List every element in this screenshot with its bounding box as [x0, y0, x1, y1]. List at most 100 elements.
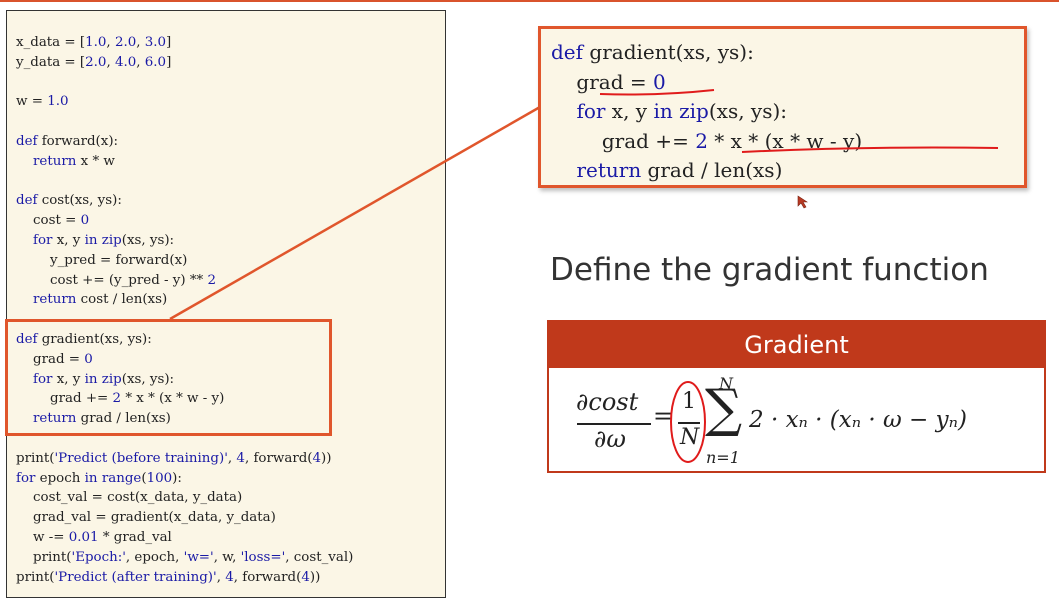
- code-line: def forward(x):: [16, 132, 353, 152]
- code-token: def: [16, 193, 38, 209]
- zoom-line: return grad / len(xs): [551, 156, 862, 186]
- code-token: 100: [146, 470, 173, 486]
- code-token: , forward(: [233, 569, 302, 585]
- mouse-cursor-icon: [797, 195, 808, 209]
- code-token: ):: [172, 470, 182, 486]
- code-token: zip: [101, 371, 122, 387]
- code-token: 2: [207, 272, 217, 288]
- zoom-token: gradient(xs, ys):: [583, 40, 754, 64]
- code-token: ,: [216, 569, 226, 585]
- code-line: grad += 2 * x * (x * w - y): [16, 389, 353, 409]
- code-token: cost_val = cost(x_data, y_data): [16, 490, 243, 506]
- code-line: return grad / len(xs): [16, 409, 353, 429]
- code-token: )): [309, 569, 321, 585]
- code-token: (xs, ys):: [121, 371, 175, 387]
- slide-heading: Define the gradient function: [550, 252, 989, 288]
- gradient-formula-card: Gradient ∂cost ∂ω = 1 N ∑ N n=1 2 · xₙ ·…: [547, 320, 1046, 473]
- code-token: return: [33, 292, 77, 308]
- code-token: cost(xs, ys):: [37, 193, 122, 209]
- code-token: print(: [16, 450, 55, 466]
- code-token: y_data = [: [16, 54, 86, 70]
- zoom-line: for x, y in zip(xs, ys):: [551, 97, 862, 127]
- formula-fraction-bar: [577, 423, 651, 425]
- code-token: grad_val = gradient(x_data, y_data): [16, 510, 276, 526]
- code-token: return: [33, 153, 77, 169]
- code-token: cost += (y_pred - y) **: [16, 272, 208, 288]
- code-token: w -=: [16, 529, 69, 545]
- code-token: zip: [101, 232, 122, 248]
- formula-equals: =: [653, 402, 674, 430]
- zoom-token: 2: [695, 128, 708, 153]
- code-token: ,: [106, 35, 115, 50]
- code-line: x_data = [1.0, 2.0, 3.0]: [16, 33, 353, 53]
- zoom-token: for: [576, 99, 606, 123]
- code-token: 4: [312, 450, 322, 466]
- zoom-line: def gradient(xs, ys):: [551, 38, 862, 68]
- code-token: grad / len(xs): [76, 411, 171, 427]
- code-line: print('Epoch:', epoch, 'w=', w, 'loss=',…: [16, 548, 353, 568]
- formula-sum-lower: n=1: [706, 448, 740, 467]
- code-token: grad =: [16, 351, 85, 367]
- zoom-token: * x * (x * w - y): [707, 128, 863, 153]
- code-line: w -= 0.01 * grad_val: [16, 528, 353, 548]
- code-token: in: [84, 470, 98, 486]
- zoom-token: zip: [679, 99, 709, 123]
- zoom-token: (xs, ys):: [708, 99, 788, 123]
- zoom-token: grad =: [551, 69, 653, 94]
- code-token: def: [16, 331, 38, 347]
- zoom-token: grad +=: [551, 128, 696, 153]
- code-token: grad +=: [16, 391, 113, 407]
- code-line: y_data = [2.0, 4.0, 6.0]: [16, 53, 353, 73]
- code-token: (xs, ys):: [121, 232, 175, 248]
- code-listing: x_data = [1.0, 2.0, 3.0]y_data = [2.0, 4…: [16, 33, 353, 587]
- code-token: * grad_val: [98, 529, 172, 545]
- code-line: return cost / len(xs): [16, 290, 353, 310]
- code-token: return: [33, 411, 77, 427]
- zoomed-code-listing: def gradient(xs, ys): grad = 0 for x, y …: [551, 38, 862, 186]
- code-token: ,: [227, 450, 237, 466]
- code-token: 'w=': [183, 549, 214, 565]
- code-token: x_data = [: [16, 35, 86, 50]
- code-line: def cost(xs, ys):: [16, 191, 353, 211]
- code-token: ,: [106, 54, 115, 70]
- code-token: 1.0: [85, 35, 107, 50]
- formula-denominator: ∂ω: [594, 425, 626, 453]
- code-line: cost = 0: [16, 211, 353, 231]
- code-token: in: [84, 232, 98, 248]
- code-token: 'Predict (before training)': [54, 450, 228, 466]
- zoom-line: grad = 0: [551, 68, 862, 98]
- code-line: y_pred = forward(x): [16, 251, 353, 271]
- formula-expression: 2 · xₙ · (xₙ · ω − yₙ): [749, 407, 967, 433]
- code-line: print('Predict (after training)', 4, for…: [16, 568, 353, 588]
- top-rule: [0, 0, 1059, 2]
- code-line: for x, y in zip(xs, ys):: [16, 370, 353, 390]
- zoom-line: grad += 2 * x * (x * w - y): [551, 127, 862, 157]
- code-line: for x, y in zip(xs, ys):: [16, 231, 353, 251]
- code-line: for epoch in range(100):: [16, 469, 353, 489]
- formula-small-bar: [678, 422, 700, 424]
- zoom-token: grad / len(xs): [641, 158, 783, 182]
- code-token: 0: [80, 213, 90, 229]
- code-token: cost / len(xs): [76, 292, 168, 308]
- code-token: 2: [112, 391, 122, 407]
- code-token: x, y: [52, 232, 85, 248]
- zoom-token: 0: [653, 69, 666, 94]
- code-token: print(: [16, 549, 72, 565]
- code-token: * x * (x * w - y): [121, 391, 225, 407]
- code-token: 1.0: [47, 94, 69, 110]
- code-token: 3.0: [144, 35, 167, 50]
- gradient-formula: ∂cost ∂ω = 1 N ∑ N n=1 2 · xₙ · (xₙ · ω …: [549, 368, 1044, 471]
- code-token: 4.0: [114, 54, 137, 70]
- code-token: 2.0: [85, 54, 107, 70]
- code-token: (: [141, 470, 147, 486]
- code-token: epoch: [35, 470, 85, 486]
- code-token: 'Predict (after training)': [54, 569, 217, 585]
- code-line: cost_val = cost(x_data, y_data): [16, 488, 353, 508]
- code-token: forward(x):: [37, 133, 119, 149]
- formula-sigma: ∑: [705, 379, 743, 439]
- code-token: ]: [166, 54, 172, 70]
- code-line: def gradient(xs, ys):: [16, 330, 353, 350]
- code-token: for: [16, 470, 36, 486]
- code-token: for: [33, 232, 53, 248]
